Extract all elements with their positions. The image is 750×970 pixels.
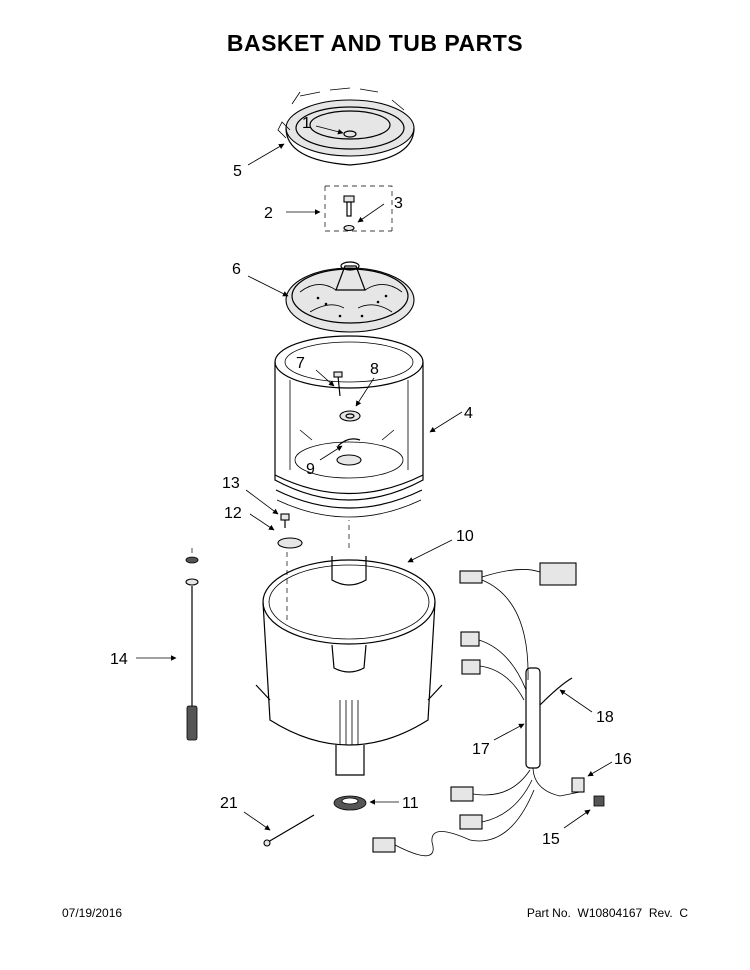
callout-4: 4 [464, 405, 473, 422]
callout-12: 12 [224, 505, 242, 522]
tub-seal [333, 795, 367, 811]
callout-labels: 1 2 3 4 5 6 7 8 9 10 11 12 13 14 15 16 1… [110, 115, 632, 848]
footer-part-number: Part No. W10804167 Rev. C [526, 906, 688, 920]
callout-6: 6 [232, 261, 241, 278]
callout-7: 7 [296, 355, 305, 372]
callout-3: 3 [394, 195, 403, 212]
callout-18: 18 [596, 709, 614, 726]
tub-fastener-group [277, 513, 303, 620]
callout-2: 2 [264, 205, 273, 222]
callout-11: 11 [402, 795, 419, 812]
callout-5: 5 [233, 163, 242, 180]
callout-9: 9 [306, 461, 315, 478]
callout-15: 15 [542, 831, 560, 848]
wire-harness [372, 562, 605, 857]
footer-date: 07/19/2016 [62, 906, 123, 920]
callout-8: 8 [370, 361, 379, 378]
agitator-bolt-group [324, 185, 393, 232]
wash-basket [274, 335, 424, 518]
suspension-rod [185, 548, 199, 741]
callout-leaders [136, 125, 613, 831]
callout-13: 13 [222, 475, 240, 492]
basket-cover-ring [277, 87, 415, 166]
callout-1: 1 [302, 115, 311, 132]
callout-17: 17 [472, 741, 490, 758]
drain-hose-clamp [263, 814, 315, 847]
callout-10: 10 [456, 528, 474, 545]
outer-tub [255, 520, 443, 776]
page-title: BASKET AND TUB PARTS [226, 30, 524, 56]
callout-21: 21 [220, 795, 238, 812]
callout-14: 14 [110, 651, 128, 668]
impeller [285, 261, 415, 333]
basket-hardware [333, 371, 361, 447]
callout-16: 16 [614, 751, 632, 768]
